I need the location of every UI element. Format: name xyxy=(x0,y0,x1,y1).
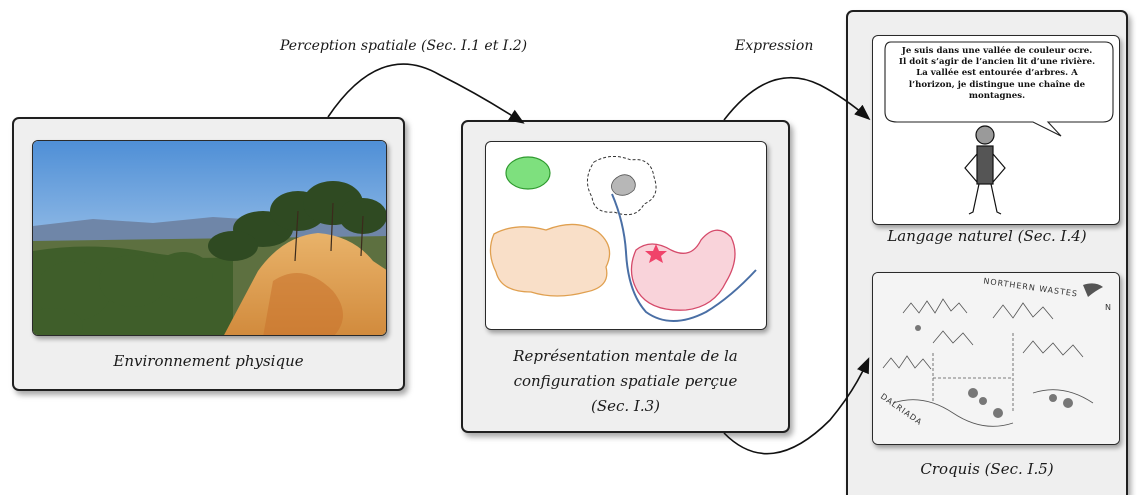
natural-language-panel: Je suis dans une vallée de couleur ocre.… xyxy=(872,35,1120,225)
sketch-caption: Croquis (Sec. I.5) xyxy=(920,460,1054,478)
mental-map xyxy=(489,156,757,322)
compass-north: N xyxy=(1105,303,1111,312)
mental-caption-line3: (Sec. I.3) xyxy=(590,397,661,415)
star-marker xyxy=(645,244,667,263)
speech-bubble xyxy=(884,41,1114,215)
river xyxy=(611,193,757,322)
pink-region xyxy=(630,229,736,311)
sketch-map xyxy=(873,273,1119,444)
expression-label: Expression xyxy=(735,38,814,54)
stick-figure xyxy=(964,125,1006,215)
mental-caption-line2: configuration spatiale perçue xyxy=(513,372,738,390)
mental-caption-line1: Représentation mentale de la xyxy=(513,347,738,365)
mental-map-panel xyxy=(485,141,767,330)
orange-region xyxy=(489,223,611,297)
sketch-map-panel: NORTHERN WASTES DALRIADA N xyxy=(872,272,1120,445)
speech-text: Je suis dans une vallée de couleur ocre.… xyxy=(898,46,1096,101)
natural-language-caption: Langage naturel (Sec. I.4) xyxy=(887,227,1087,245)
physical-environment-caption: Environnement physique xyxy=(113,352,304,370)
landscape-image xyxy=(33,141,386,335)
green-region xyxy=(505,156,551,190)
gray-blob xyxy=(611,174,636,196)
mental-representation-box: Représentation mentale de la configurati… xyxy=(461,120,790,433)
expression-column-box: Je suis dans une vallée de couleur ocre.… xyxy=(846,10,1128,495)
perception-label: Perception spatiale (Sec. I.1 et I.2) xyxy=(280,38,528,54)
perception-arrow xyxy=(327,63,525,124)
physical-environment-box: Environnement physique xyxy=(12,117,405,391)
mental-caption: Représentation mentale de la configurati… xyxy=(463,344,788,419)
landscape-photo xyxy=(32,140,387,336)
